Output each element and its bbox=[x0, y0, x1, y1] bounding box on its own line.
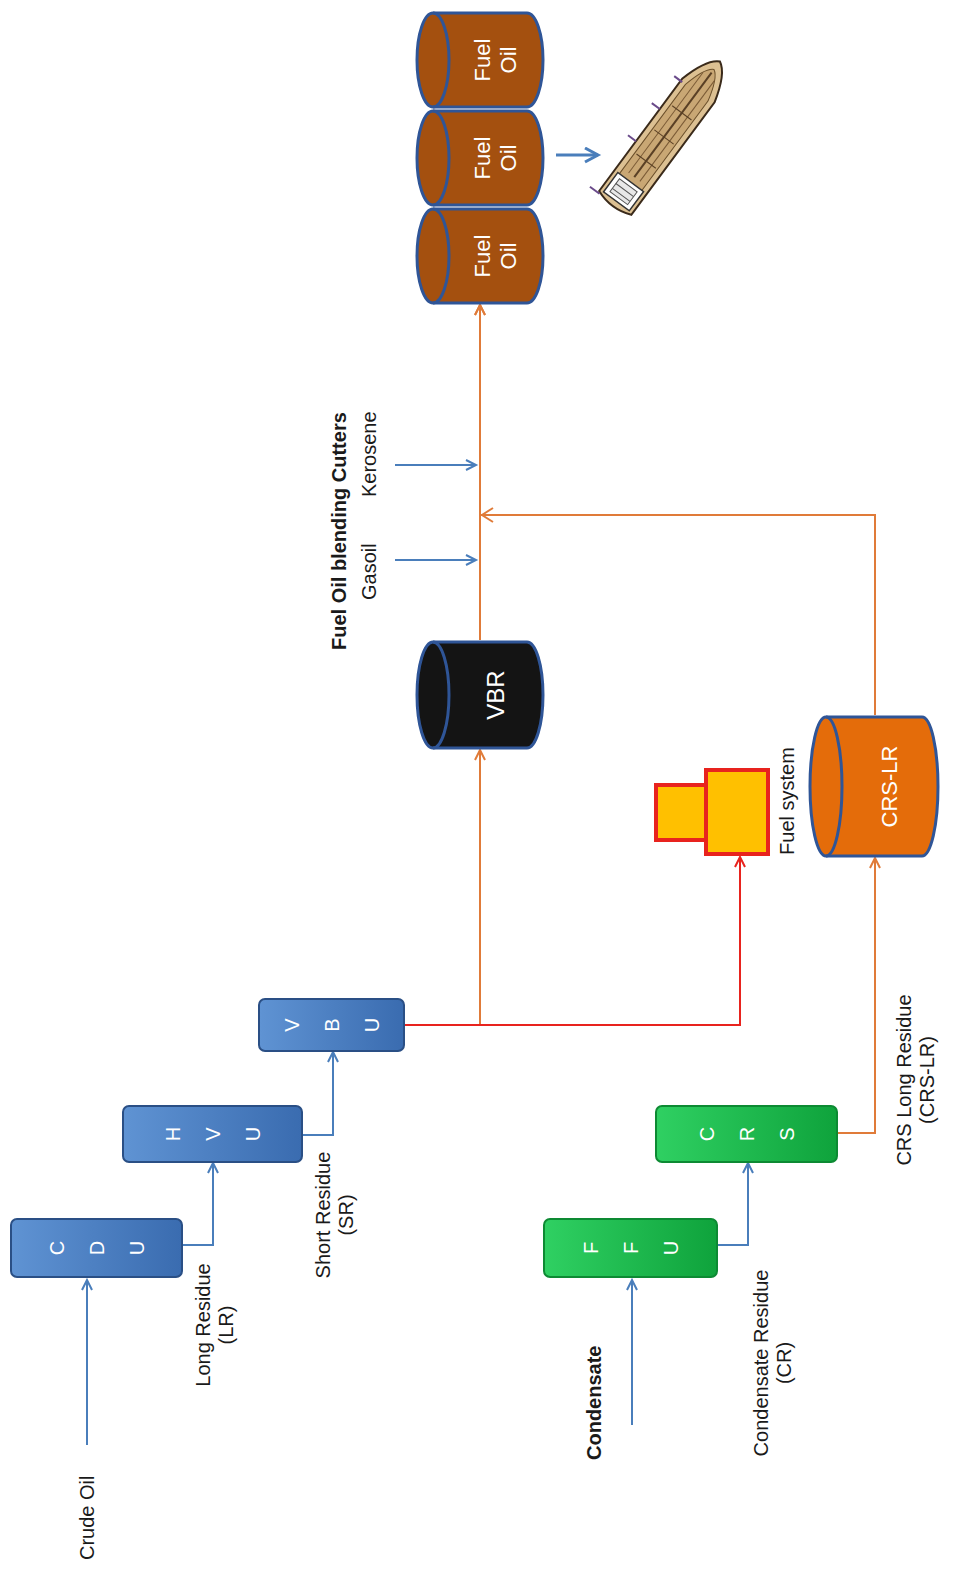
process-box: HVU bbox=[122, 1105, 303, 1163]
feed-arrow bbox=[631, 1280, 633, 1425]
input-label: Condensate bbox=[583, 1346, 606, 1460]
storage-tank: Fuel Oil bbox=[415, 11, 545, 109]
tank-name: Fuel Oil bbox=[470, 225, 523, 287]
tank-name: Fuel Oil bbox=[470, 29, 523, 91]
unit-name: CDU bbox=[37, 1238, 157, 1258]
flow-line bbox=[718, 1163, 748, 1245]
tank-outline bbox=[415, 640, 545, 750]
tank-outline bbox=[808, 715, 940, 858]
stream-label: Condensate Residue (CR) bbox=[750, 1258, 796, 1468]
cutter-label: Gasoil bbox=[358, 543, 381, 600]
unit-name: FFU bbox=[571, 1238, 691, 1258]
feed-arrow bbox=[86, 1280, 88, 1445]
process-box: CRS bbox=[655, 1105, 838, 1163]
storage-tank: CRS-LR bbox=[808, 715, 940, 858]
cutter-arrow bbox=[395, 464, 476, 466]
tank-name: VBR bbox=[482, 670, 511, 719]
storage-tank: VBR bbox=[415, 640, 545, 750]
section-heading: Fuel Oil blending Cutters bbox=[328, 412, 351, 650]
cutter-label: Kerosene bbox=[358, 411, 381, 497]
stream-label: CRS Long Residue (CRS-LR) bbox=[893, 980, 939, 1180]
unit-name: HVU bbox=[153, 1124, 273, 1144]
flow-line bbox=[405, 750, 480, 1025]
flow-line bbox=[405, 857, 740, 1025]
unit-name: CRS bbox=[687, 1124, 807, 1144]
stream-label: Long Residue (LR) bbox=[192, 1250, 238, 1400]
cutter-arrow bbox=[395, 559, 476, 561]
process-box: FFU bbox=[543, 1218, 718, 1278]
tank-name: CRS-LR bbox=[877, 746, 903, 828]
unit-name: VBU bbox=[272, 1015, 392, 1035]
storage-tank: Fuel Oil bbox=[415, 109, 545, 207]
tanker-ship bbox=[589, 44, 736, 218]
shipping-arrow bbox=[556, 154, 598, 157]
flow-line bbox=[838, 858, 875, 1133]
flow-line bbox=[183, 1163, 213, 1245]
flow-line bbox=[303, 1052, 333, 1135]
process-box: CDU bbox=[10, 1218, 183, 1278]
burner-symbol bbox=[650, 745, 772, 857]
storage-tank: Fuel Oil bbox=[415, 207, 545, 305]
input-label: Crude Oil bbox=[76, 1476, 99, 1560]
burner-label: Fuel system bbox=[776, 745, 799, 857]
flow-line bbox=[480, 305, 875, 715]
burner: Fuel system bbox=[650, 745, 805, 857]
stream-label: Short Residue (SR) bbox=[312, 1140, 358, 1290]
process-box: VBU bbox=[258, 998, 405, 1052]
tank-name: Fuel Oil bbox=[470, 127, 523, 189]
